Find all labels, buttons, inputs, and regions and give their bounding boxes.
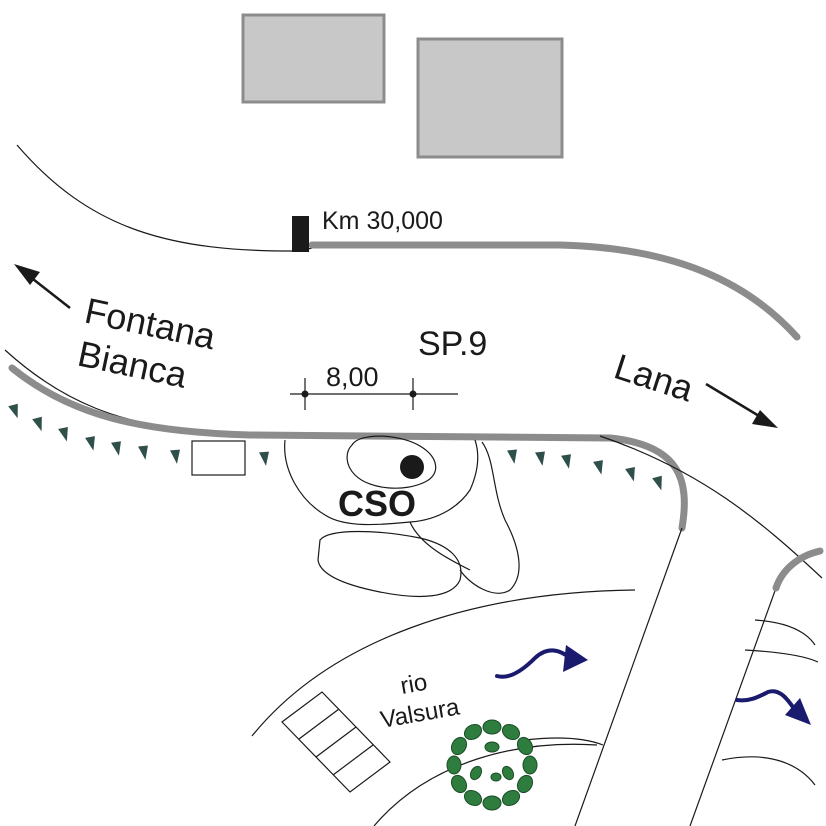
stream-bank-lower-2 [524,737,604,746]
field-line-1 [754,619,816,646]
width-label: 8,00 [326,362,379,392]
building-2 [416,37,564,159]
guardrail-upper [308,241,801,341]
flow-arrow-icon [495,645,588,679]
road-edge-lower-right [599,435,823,579]
field-line-3 [721,756,816,786]
cso-label: CSO [338,483,416,524]
field-line-2 [744,649,819,663]
road-edge-upper [16,144,321,252]
flow-arrow-icon-2 [735,689,811,725]
width-dimension [290,378,458,410]
tree-icon-row [8,403,662,491]
side-road-edge-left [574,527,683,826]
road-name-label: SP.9 [418,325,487,363]
bush-icon [446,719,538,811]
guardrail-lower [8,364,688,532]
stream-bank-upper [251,589,636,737]
stream-label-line1: rio [398,669,429,700]
km-marker-post [292,216,309,252]
rock-outlines [284,435,520,598]
building-1 [241,13,386,104]
side-road-edge-right [689,587,777,826]
cso-marker [400,455,424,479]
arrow-up-left-icon [14,264,71,309]
arrow-down-right-icon [705,382,778,428]
stream-label-line2: Valsura [378,693,462,734]
destination-right: Lana [610,346,700,410]
km-marker-label: Km 30,000 [322,207,443,235]
stairs [281,691,391,793]
guardrail-side [772,547,824,592]
small-box [191,440,246,476]
stream-bank-lower [373,743,598,826]
